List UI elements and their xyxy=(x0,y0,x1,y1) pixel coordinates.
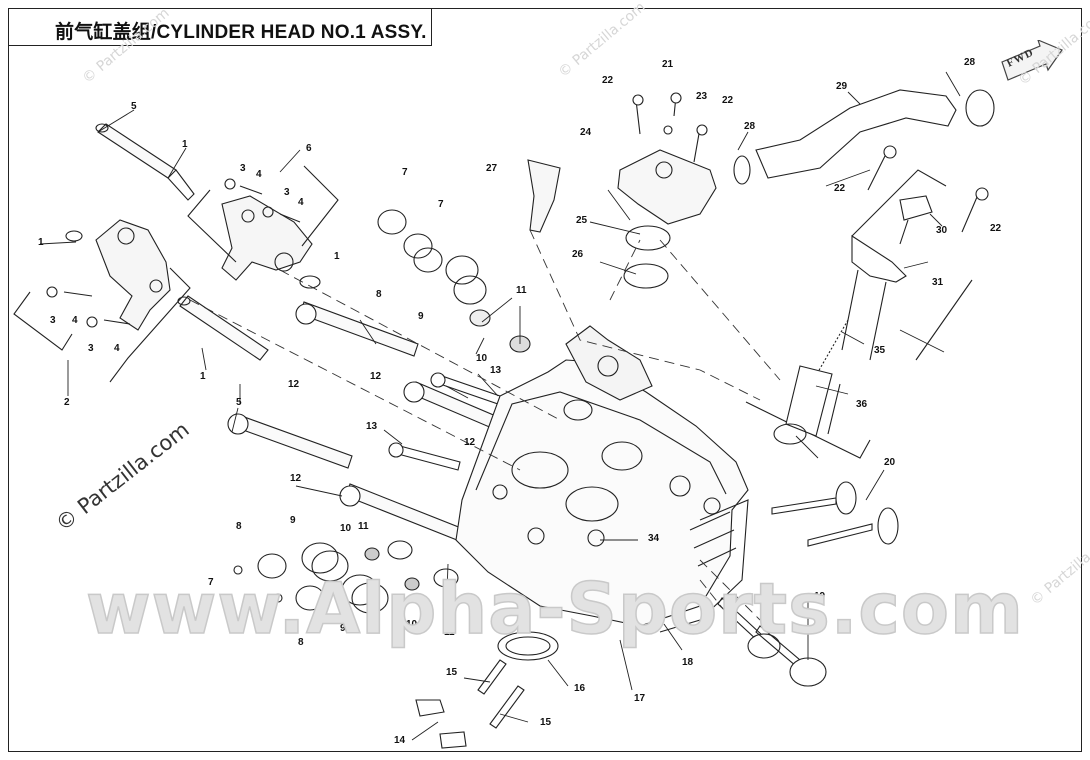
callout-13a: 13 xyxy=(490,365,502,376)
callout-22b: 22 xyxy=(722,95,734,106)
callout-15b: 15 xyxy=(540,717,552,728)
callout-12d: 12 xyxy=(290,473,302,484)
callout-9c: 9 xyxy=(340,623,346,634)
callout-10c: 10 xyxy=(406,619,418,630)
temperature-sensor xyxy=(527,159,561,233)
diagram-title: 前气缸盖组/CYLINDER HEAD NO.1 ASSY. xyxy=(55,22,427,43)
callout-7a: 7 xyxy=(402,167,408,178)
valve-springs-upper xyxy=(377,209,531,353)
callout-3d: 3 xyxy=(88,343,94,354)
callout-3a: 3 xyxy=(240,163,246,174)
callout-21: 21 xyxy=(662,59,674,70)
rocker-shaft-lower xyxy=(177,295,269,361)
callout-26: 26 xyxy=(572,249,584,260)
callout-7c: 7 xyxy=(208,577,214,588)
callout-7b: 7 xyxy=(438,199,444,210)
forward-arrow-icon xyxy=(1001,40,1063,81)
callout-18: 18 xyxy=(682,657,694,668)
callout-25: 25 xyxy=(576,215,588,226)
callout-4a: 4 xyxy=(256,169,262,180)
callout-31: 31 xyxy=(932,277,944,288)
callout-10a: 10 xyxy=(476,353,488,364)
callout-17: 17 xyxy=(634,693,646,704)
callout-22a: 22 xyxy=(602,75,614,86)
thermostat-housing xyxy=(617,149,717,225)
rocker-shaft-upper xyxy=(95,123,195,201)
callout-22d: 22 xyxy=(990,223,1002,234)
valve-springs-lower xyxy=(233,540,459,614)
callout-24: 24 xyxy=(580,127,592,138)
callout-1a: 1 xyxy=(182,139,188,150)
callout-6: 6 xyxy=(306,143,312,154)
callout-2: 2 xyxy=(64,397,70,408)
callout-8c: 8 xyxy=(298,637,304,648)
callout-12c: 12 xyxy=(464,437,476,448)
callout-34: 36 xyxy=(856,399,868,410)
callout-1d: 1 xyxy=(200,371,206,382)
callout-32: 34 xyxy=(648,533,660,544)
callout-7d: 7 xyxy=(250,609,256,620)
callout-8b: 8 xyxy=(236,521,242,532)
callout-20: 20 xyxy=(884,457,896,468)
callout-22c: 22 xyxy=(834,183,846,194)
rocker-arm-intake xyxy=(221,195,321,289)
callout-28a: 28 xyxy=(744,121,756,132)
callout-11a: 11 xyxy=(516,285,527,296)
callout-4d: 4 xyxy=(114,343,120,354)
callout-13b: 13 xyxy=(366,421,378,432)
callout-19: 19 xyxy=(814,591,826,602)
callout-1b: 1 xyxy=(38,237,44,248)
rocker-arm-exhaust xyxy=(65,219,171,331)
cylinder-head-body xyxy=(455,325,749,633)
callout-14: 14 xyxy=(394,735,406,746)
callout-3b: 3 xyxy=(284,187,290,198)
callout-10b: 10 xyxy=(340,523,352,534)
callout-4c: 4 xyxy=(72,315,78,326)
valves xyxy=(717,481,899,687)
callout-3c: 3 xyxy=(50,315,56,326)
callout-29: 29 xyxy=(836,81,848,92)
callout-15a: 15 xyxy=(446,667,458,678)
callout-33: 35 xyxy=(874,345,886,356)
callout-9b: 9 xyxy=(290,515,296,526)
callout-5a: 5 xyxy=(131,101,137,112)
callout-8a: 8 xyxy=(376,289,382,300)
manifold-gasket xyxy=(497,631,559,661)
callout-9a: 9 xyxy=(418,311,424,322)
callout-12a: 12 xyxy=(288,379,300,390)
callout-12b: 12 xyxy=(370,371,382,382)
callout-4b: 4 xyxy=(298,197,304,208)
callout-30: 30 xyxy=(936,225,948,236)
callout-1c: 1 xyxy=(334,251,340,262)
callout-23: 23 xyxy=(696,91,708,102)
callout-11b: 11 xyxy=(358,521,369,532)
title-box: 前气缸盖组/CYLINDER HEAD NO.1 ASSY. xyxy=(8,8,432,46)
callout-11c: 11 xyxy=(444,627,455,638)
callout-27: 27 xyxy=(486,163,498,174)
callout-16: 16 xyxy=(574,683,586,694)
callout-28b: 28 xyxy=(964,57,976,68)
diagram-frame xyxy=(8,8,1082,752)
adjuster-nuts xyxy=(46,178,301,328)
coolant-hose xyxy=(755,89,957,179)
callout-5b: 5 xyxy=(236,397,242,408)
